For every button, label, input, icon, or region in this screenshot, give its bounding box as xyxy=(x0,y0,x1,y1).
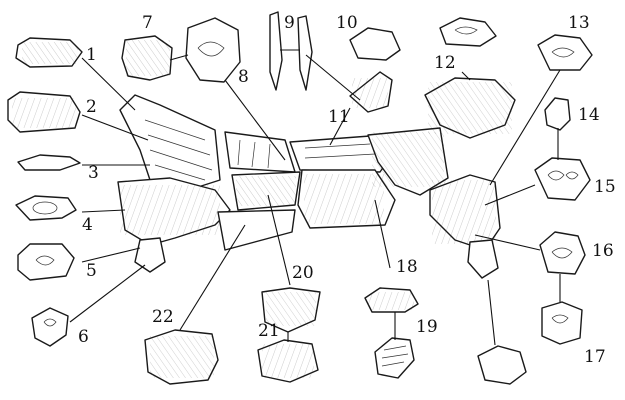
label-2: 2 xyxy=(86,97,97,117)
labels: 1 2 3 4 5 6 7 8 9 10 11 12 13 14 15 16 1… xyxy=(78,13,616,367)
label-22: 22 xyxy=(152,307,174,327)
piece-12 xyxy=(439,17,497,47)
front-shank xyxy=(134,237,166,273)
leader-lines xyxy=(69,49,561,346)
label-12: 12 xyxy=(434,53,456,73)
label-21: 21 xyxy=(258,321,280,341)
piece-8 xyxy=(185,17,241,83)
piece-15 xyxy=(534,157,591,201)
label-15: 15 xyxy=(594,177,616,197)
label-14: 14 xyxy=(578,105,600,125)
label-19: 19 xyxy=(416,317,438,337)
piece-19 xyxy=(374,337,415,379)
label-5: 5 xyxy=(86,261,97,281)
hind-shank xyxy=(467,239,499,279)
label-6: 6 xyxy=(78,327,89,347)
piece-9b xyxy=(297,15,313,91)
piece-4 xyxy=(15,195,77,221)
label-10: 10 xyxy=(336,13,358,33)
label-3: 3 xyxy=(88,163,99,183)
carcass xyxy=(117,94,501,279)
piece-16 xyxy=(539,231,586,275)
label-4: 4 xyxy=(82,215,93,235)
label-7: 7 xyxy=(142,13,153,33)
label-18: 18 xyxy=(396,257,418,277)
rib-section xyxy=(224,131,296,173)
piece-10 xyxy=(349,27,401,61)
piece-3 xyxy=(17,154,81,171)
label-8: 8 xyxy=(238,67,249,87)
label-17: 17 xyxy=(584,347,606,367)
piece-hind-bottom xyxy=(477,345,527,385)
label-16: 16 xyxy=(592,241,614,261)
pieces xyxy=(7,11,593,385)
piece-9a xyxy=(269,11,283,91)
brisket-section xyxy=(217,209,296,251)
piece-14 xyxy=(544,97,571,131)
label-20: 20 xyxy=(292,263,314,283)
piece-6 xyxy=(31,307,69,347)
piece-5 xyxy=(17,243,75,281)
label-9: 9 xyxy=(284,13,295,33)
label-11: 11 xyxy=(328,107,350,127)
piece-13 xyxy=(537,34,593,71)
label-1: 1 xyxy=(86,45,97,65)
chuck-section xyxy=(119,94,221,189)
label-13: 13 xyxy=(568,13,590,33)
